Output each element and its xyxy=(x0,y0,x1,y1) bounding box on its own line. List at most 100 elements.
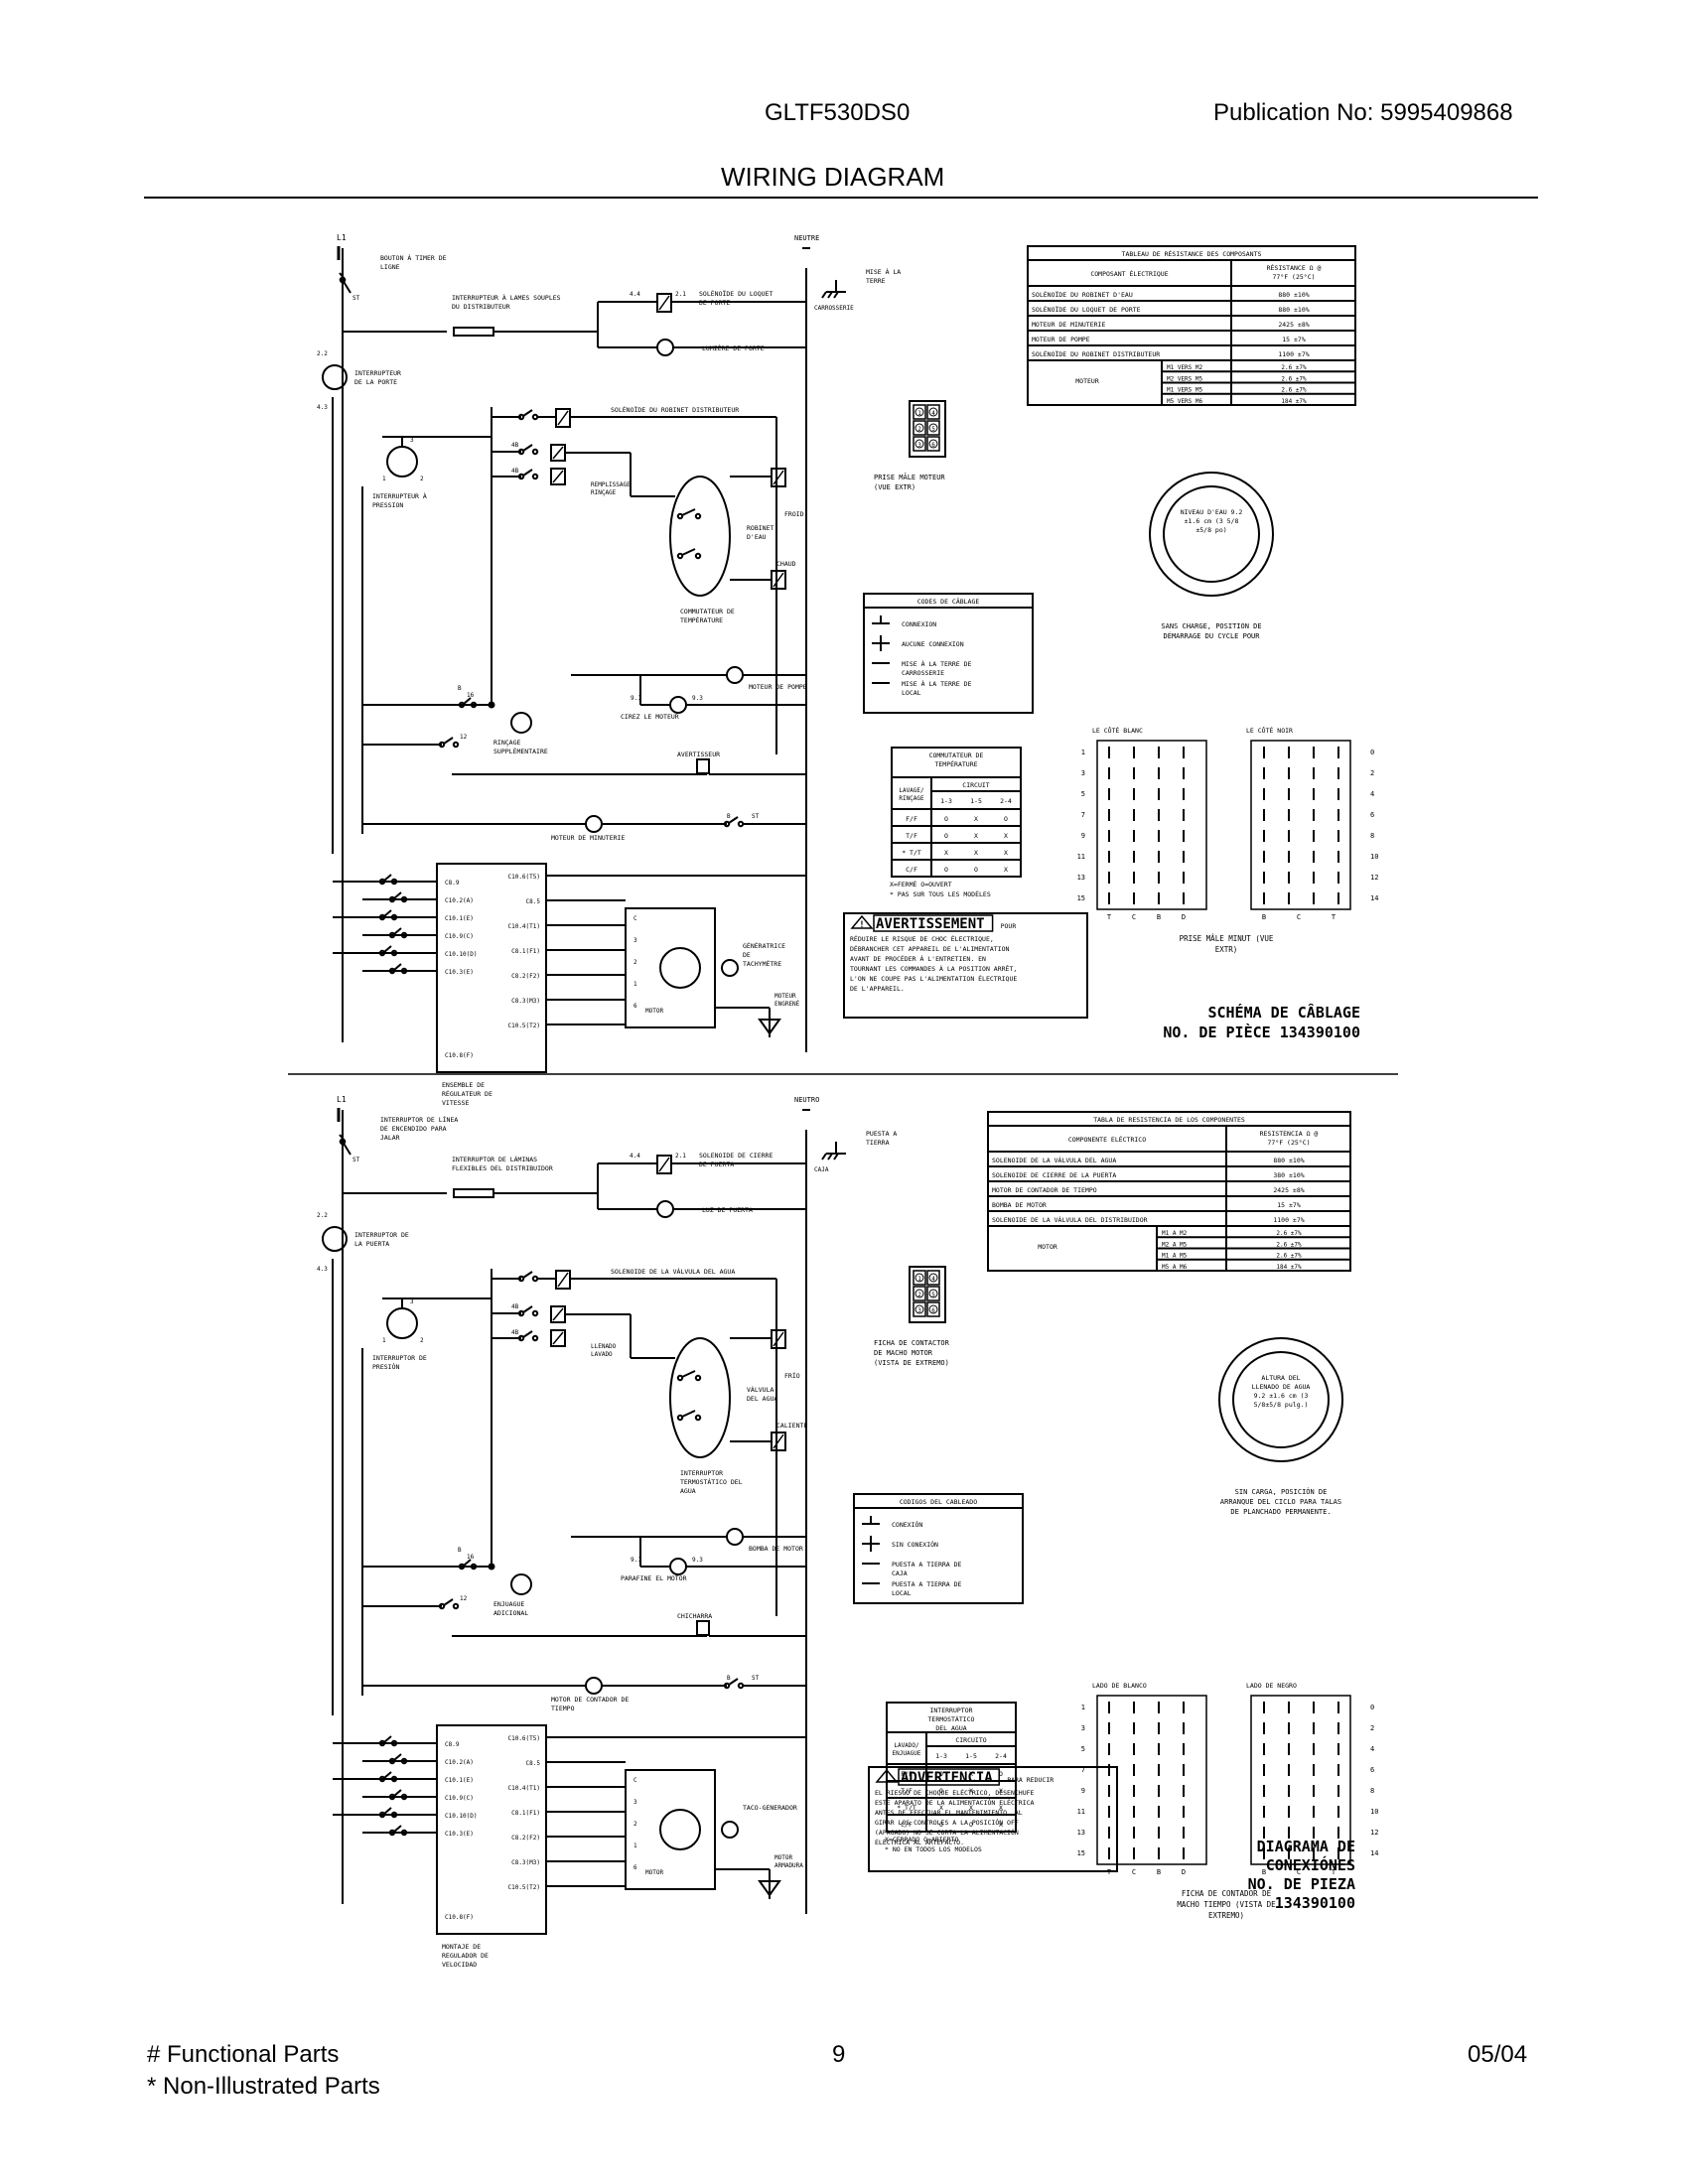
contact xyxy=(378,1811,386,1819)
timer-side-white: LE CÔTÉ BLANC xyxy=(1092,726,1143,735)
chassis-hatch xyxy=(821,1153,827,1160)
pressure-switch-label: INTERRUPTOR DE xyxy=(372,1354,427,1362)
contact xyxy=(517,413,525,421)
timer-pin-left: 15 xyxy=(1077,894,1085,902)
chassis-hatch xyxy=(827,1153,833,1160)
motor-plug-pin xyxy=(913,1301,926,1317)
motor-terminal: 3 xyxy=(633,1799,637,1806)
chassis-hatch xyxy=(821,291,827,299)
switch-blade xyxy=(393,1789,402,1797)
reed-switch-label: DU DISTRIBUTEUR xyxy=(452,303,510,311)
switch-blade xyxy=(463,1559,472,1567)
resistance-col2: 77°F (25°C) xyxy=(1267,1139,1310,1147)
contact xyxy=(388,895,396,903)
temp-row-value: O xyxy=(944,866,948,874)
timer-bottom-right: B xyxy=(1262,913,1266,921)
switch-blade xyxy=(681,1370,696,1378)
switch-blade xyxy=(728,1678,739,1686)
pump-motor xyxy=(726,666,744,684)
pressure-switch-label: PRESIÓN xyxy=(372,1362,399,1371)
motor-plug-number: 6 xyxy=(931,1307,935,1314)
terminal-label: 4B xyxy=(511,1303,519,1310)
reed-switch-label: INTERRUPTOR DE LÁMINAS xyxy=(452,1155,537,1163)
motor-plug-number: 3 xyxy=(917,1307,921,1314)
resistance-motor-pair: M1 VERS M5 xyxy=(1167,387,1203,394)
speed-terminal-left: C10.3(E) xyxy=(445,969,474,976)
motor-plug-pin xyxy=(913,1286,926,1301)
motor-terminal: 2 xyxy=(633,1821,637,1828)
contact xyxy=(390,913,398,921)
timer-pin-right: 4 xyxy=(1370,790,1374,798)
schema-part: NO. DE PIÈCE 134390100 xyxy=(1163,1023,1360,1041)
code-label: PUESTA A TIERRA DE xyxy=(892,1561,962,1569)
terminal-label: 9.1 xyxy=(631,695,641,702)
wax-motor xyxy=(669,1558,687,1575)
reed-switch xyxy=(453,1188,494,1198)
temp-row-value: X xyxy=(999,1804,1003,1812)
speed-terminal-left: C8.9 xyxy=(445,1741,460,1748)
code-label: CONNEXION xyxy=(902,620,936,628)
speed-terminal-right: C10.6(T5) xyxy=(507,1735,540,1742)
resistance-value: 2425 ±8% xyxy=(1278,321,1309,329)
resistance-col1: COMPONENTE ELÉCTRICO xyxy=(1068,1135,1146,1144)
warning-after: POUR xyxy=(1001,922,1017,930)
timer-pin-left: 5 xyxy=(1081,790,1085,798)
timer-bottom-left: B xyxy=(1157,1868,1161,1876)
temp-row-label: C/F xyxy=(901,1821,913,1829)
timer-pin-right: 4 xyxy=(1370,1745,1374,1753)
switch-blade xyxy=(681,1410,696,1418)
speed-control-label: ENSEMBLE DE xyxy=(442,1081,485,1089)
terminal-label: 1 xyxy=(382,1337,386,1344)
resistance-component: SOLENOIDE DE CIERRE DE LA PUERTA xyxy=(992,1171,1116,1179)
terminal-label: 3 xyxy=(410,1298,414,1305)
cold-label: FROID xyxy=(784,510,804,518)
line-switch-label: LIGNE xyxy=(380,263,400,271)
pump-motor xyxy=(726,1528,744,1546)
cycle-start-note: DÉMARRAGE DU CYCLE POUR xyxy=(1164,631,1261,640)
diagram-title-2: CONEXIÓNES xyxy=(1266,1855,1355,1874)
temp-row-value: X xyxy=(969,1787,973,1795)
contact xyxy=(694,1414,702,1422)
switch-blade xyxy=(443,1598,454,1606)
terminal-label: 9.3 xyxy=(692,695,703,702)
timer-pin-left: 11 xyxy=(1077,1808,1085,1816)
resistance-component: MOTEUR DE POMPE xyxy=(1032,336,1090,343)
switch-blade xyxy=(393,927,402,935)
contact xyxy=(390,878,398,886)
motor-plug-label: DE MACHO MOTOR xyxy=(874,1349,933,1357)
resistance-table xyxy=(987,1111,1351,1272)
motor-terminal: C xyxy=(633,915,637,922)
motor-plug-number: 1 xyxy=(917,410,921,417)
warning-mark: ! xyxy=(859,920,864,930)
timer-side-white: LADO DE BLANCO xyxy=(1092,1682,1147,1690)
temp-row-label: C/F xyxy=(906,866,917,874)
timer-pin-right: 2 xyxy=(1370,1724,1374,1732)
switch-blade xyxy=(383,874,392,882)
timer-block-right xyxy=(1250,1695,1351,1865)
water-level-text: NIVEAU D'EAU 9.2 xyxy=(1181,508,1243,516)
door-switch xyxy=(322,364,348,390)
timer-motor-label: MOTOR DE CONTADOR DE xyxy=(551,1696,629,1704)
terminal-label: 2 xyxy=(420,476,424,482)
junction-dot xyxy=(488,1563,495,1570)
resistance-motor-pair: M1 VERS M2 xyxy=(1167,364,1203,371)
code-label: MISE À LA TERRE DE xyxy=(902,679,972,688)
latch-solenoid-label: DE PUERTA xyxy=(699,1160,734,1168)
contact xyxy=(676,512,684,520)
switch-blade xyxy=(522,1271,533,1279)
resistance-component: MOTOR DE CONTADOR DE TIEMPO xyxy=(992,1186,1097,1194)
temp-switch-label: TERMOSTÁTICO DEL xyxy=(680,1477,743,1486)
temp-row-value: O xyxy=(974,866,978,874)
motor-armature-label: ENGRENÉ xyxy=(774,1000,800,1008)
resistance-motor-pair: M2 A M5 xyxy=(1162,1241,1188,1248)
switch-blade xyxy=(681,548,696,556)
pressure-switch-label: PRESSION xyxy=(372,501,403,509)
resistance-motor-value: 2.6 ±7% xyxy=(1281,364,1307,371)
pump-motor-label: MOTEUR DE POMPE xyxy=(749,683,807,691)
contact xyxy=(517,1275,525,1283)
reed-switch xyxy=(453,327,494,337)
codes-title: CODIGOS DEL CABLEADO xyxy=(900,1498,977,1506)
terminal-label: 1 xyxy=(382,476,386,482)
coil-diag xyxy=(658,295,670,311)
water-valve-label: DEL AGUA xyxy=(747,1395,777,1403)
